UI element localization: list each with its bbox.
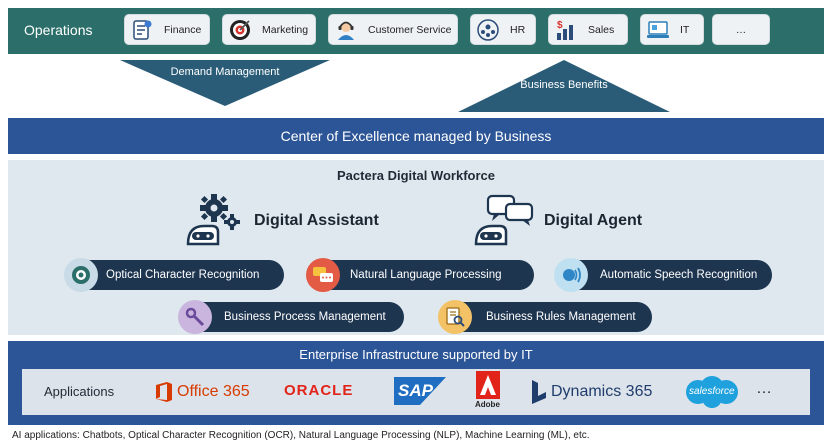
operation-more[interactable]: … xyxy=(712,14,770,45)
digital-workforce-panel: Pactera Digital Workforce Digital Assist… xyxy=(8,160,824,335)
operation-label: Marketing xyxy=(262,23,309,36)
app-label: ORACLE xyxy=(284,382,354,399)
app-sap[interactable]: SAP xyxy=(394,377,446,405)
app-office-365[interactable]: Office 365 xyxy=(154,381,250,403)
operation-label: … xyxy=(735,23,747,36)
capability-ocr[interactable]: Optical Character Recognition xyxy=(64,258,284,292)
operation-label: Customer Service xyxy=(368,23,452,36)
center-of-excellence-bar: Center of Excellence managed by Business xyxy=(8,118,824,154)
ai-applications-footnote: AI applications: Chatbots, Optical Chara… xyxy=(12,430,590,441)
operation-customer-service[interactable]: Customer Service xyxy=(328,14,458,45)
app-label: salesforce xyxy=(689,386,735,397)
coe-label: Center of Excellence managed by Business xyxy=(280,128,552,144)
operation-sales[interactable]: $ Sales xyxy=(548,14,628,45)
wrench-icon xyxy=(178,300,212,334)
demand-management-arrow xyxy=(120,60,330,106)
capability-label: Business Process Management xyxy=(224,311,386,323)
sales-chart-icon: $ xyxy=(552,17,580,43)
digital-agent-heading: Digital Agent xyxy=(544,212,643,229)
salesforce-cloud-icon xyxy=(686,376,738,408)
app-more[interactable]: … xyxy=(756,380,772,398)
agent-headset-icon xyxy=(332,17,360,43)
robot-gears-icon xyxy=(186,194,240,246)
applications-panel: Applications Office 365 ORACLE SAP Adobe… xyxy=(22,369,810,415)
enterprise-title: Enterprise Infrastructure supported by I… xyxy=(299,347,533,362)
finance-document-icon xyxy=(128,17,156,43)
operation-it[interactable]: IT xyxy=(640,14,704,45)
office-logo-icon xyxy=(156,382,172,402)
capability-label: Optical Character Recognition xyxy=(106,269,260,281)
adobe-logo-icon xyxy=(476,371,500,399)
app-dynamics-365[interactable]: Dynamics 365 xyxy=(532,380,652,404)
business-benefits-arrow xyxy=(458,60,670,112)
operation-finance[interactable]: Finance xyxy=(124,14,210,45)
speech-waves-icon xyxy=(554,258,588,292)
app-label: … xyxy=(756,380,772,397)
document-search-icon xyxy=(438,300,472,334)
robot-chat-icon xyxy=(474,194,534,246)
app-label: SAP xyxy=(398,381,433,400)
app-oracle[interactable]: ORACLE xyxy=(284,382,353,399)
operation-hr[interactable]: HR xyxy=(470,14,536,45)
app-label: Dynamics 365 xyxy=(551,383,653,400)
dynamics-logo-icon xyxy=(532,380,546,404)
operation-marketing[interactable]: Marketing xyxy=(222,14,316,45)
operation-label: Finance xyxy=(164,23,202,36)
target-icon xyxy=(226,17,254,43)
operations-bar: Operations Finance Marketing Customer Se… xyxy=(8,8,824,54)
operation-label: Sales xyxy=(588,23,615,36)
capability-bpm[interactable]: Business Process Management xyxy=(178,300,404,334)
business-benefits-label: Business Benefits xyxy=(520,79,608,91)
operations-label: Operations xyxy=(24,22,93,38)
app-label: Office 365 xyxy=(177,383,250,400)
people-network-icon xyxy=(474,17,502,43)
capability-label: Automatic Speech Recognition xyxy=(600,269,758,281)
app-label: Adobe xyxy=(475,400,500,409)
operation-label: IT xyxy=(680,23,690,36)
capability-label: Natural Language Processing xyxy=(350,269,502,281)
chat-bubbles-icon xyxy=(306,258,340,292)
eye-icon xyxy=(64,258,98,292)
app-salesforce[interactable]: salesforce xyxy=(682,374,742,410)
operation-label: HR xyxy=(510,23,526,36)
demand-management-label: Demand Management xyxy=(170,66,280,78)
capability-asr[interactable]: Automatic Speech Recognition xyxy=(554,258,772,292)
capability-nlp[interactable]: Natural Language Processing xyxy=(306,258,534,292)
capability-label: Business Rules Management xyxy=(486,311,636,323)
sap-logo-icon xyxy=(394,377,446,405)
applications-label: Applications xyxy=(44,384,115,399)
capability-brm[interactable]: Business Rules Management xyxy=(438,300,652,334)
app-adobe[interactable]: Adobe xyxy=(472,371,504,413)
enterprise-infrastructure-bar: Enterprise Infrastructure supported by I… xyxy=(8,341,824,425)
digital-assistant-heading: Digital Assistant xyxy=(254,212,379,229)
laptop-icon xyxy=(644,17,672,43)
workforce-title: Pactera Digital Workforce xyxy=(337,168,495,183)
svg-text:$: $ xyxy=(557,20,563,31)
